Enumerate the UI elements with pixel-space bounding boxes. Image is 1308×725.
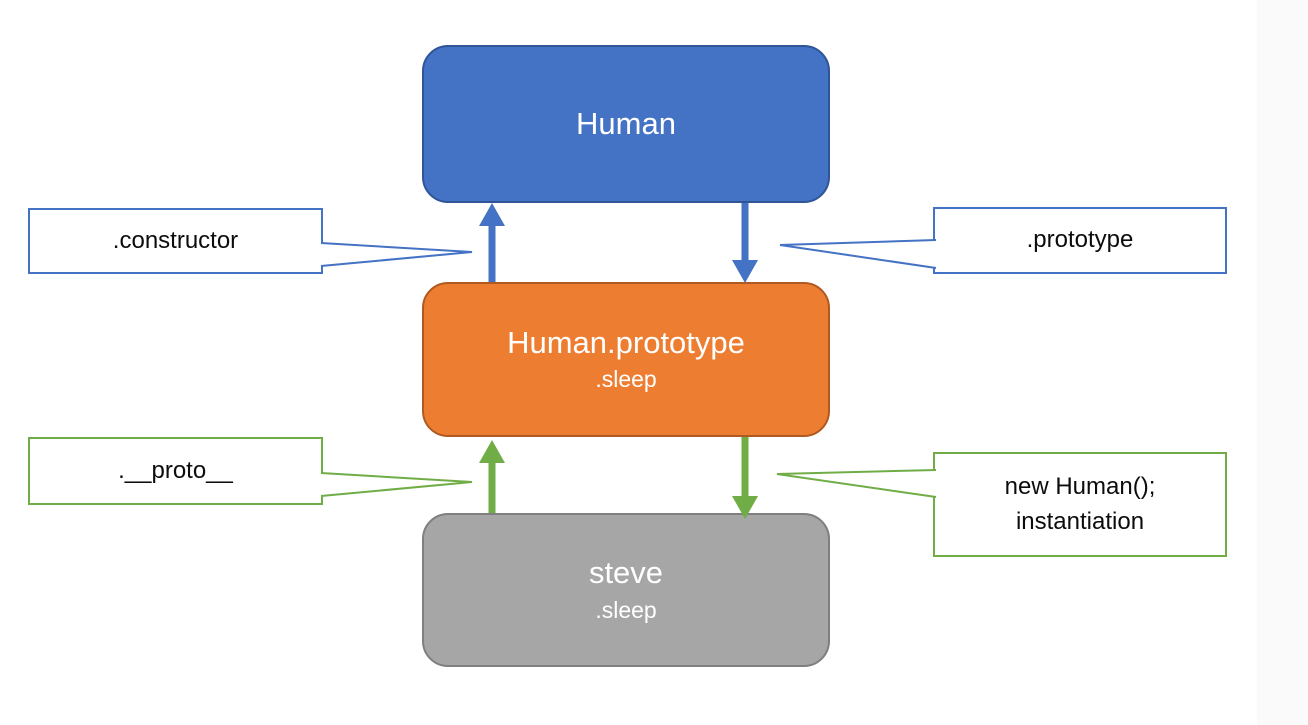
callout-prototype-label: .prototype: [1026, 226, 1134, 254]
node-steve-member: .sleep: [595, 596, 657, 623]
arrow-prototype-head: [732, 260, 758, 283]
node-human-prototype-member: .sleep: [595, 366, 657, 393]
node-human-title: Human: [576, 106, 676, 142]
callout-instantiation-tail: [776, 469, 937, 498]
callout-constructor-label: .constructor: [112, 226, 239, 254]
callout-constructor-tail: [320, 242, 473, 267]
arrow-constructor-head: [479, 203, 505, 226]
node-steve-title: steve: [588, 555, 664, 591]
callout-proto: .__proto__: [28, 437, 323, 505]
node-human-prototype-title: Human.prototype: [507, 324, 745, 360]
callout-constructor: .constructor: [28, 208, 323, 274]
right-gutter: [1257, 0, 1308, 725]
callout-prototype-tail: [779, 239, 937, 269]
node-human: Human: [422, 45, 830, 203]
callout-proto-tail: [320, 472, 473, 497]
arrow-proto-head: [479, 440, 505, 463]
node-steve: steve .sleep: [422, 513, 830, 667]
callout-prototype: .prototype: [933, 207, 1227, 274]
callout-instantiation-line2: instantiation: [1015, 507, 1145, 535]
node-human-prototype: Human.prototype .sleep: [422, 282, 830, 437]
callout-proto-label: .__proto__: [118, 456, 233, 484]
callout-instantiation: new Human(); instantiation: [933, 452, 1227, 557]
callout-instantiation-line1: new Human();: [1004, 472, 1156, 500]
